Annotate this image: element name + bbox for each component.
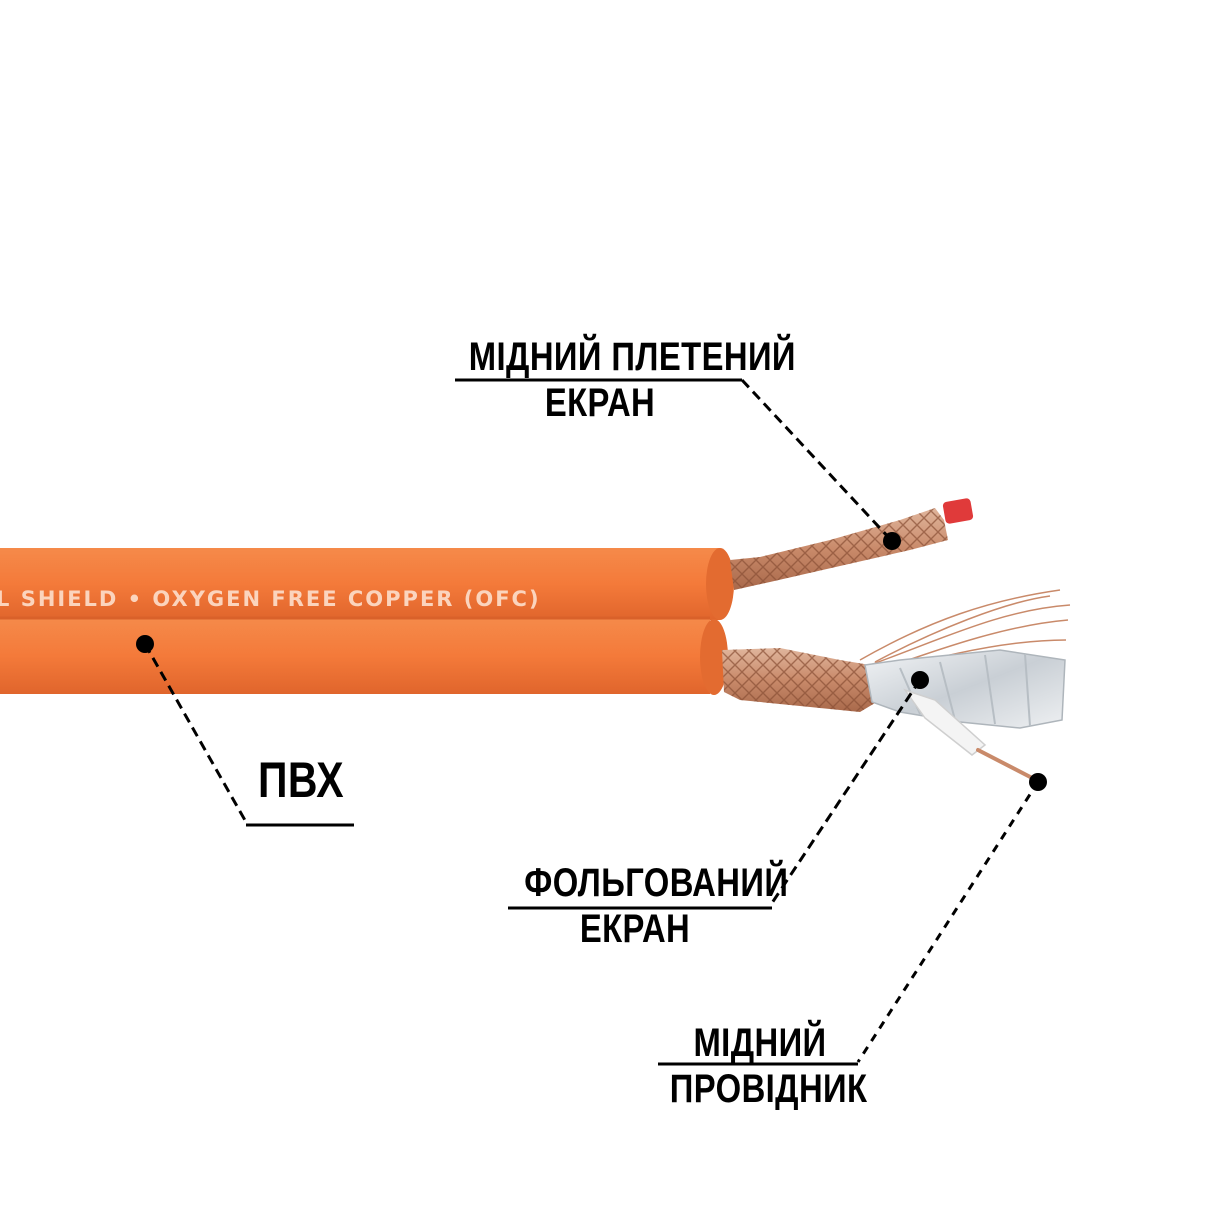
braided-shield-dot (883, 532, 901, 550)
braided-shield-label: МІДНИЙ ПЛЕТЕНИЙ ЕКРАН (468, 334, 796, 426)
upper-jacket-end (706, 548, 734, 620)
upper-conductor: L SHIELD • OXYGEN FREE COPPER (OFC) (0, 498, 974, 620)
copper-conductor-label-line1: МІДНИЙ (693, 1021, 827, 1065)
foil-shield-label-line1: ФОЛЬГОВАНИЙ (524, 861, 789, 905)
pvc-label: ПВХ (248, 752, 355, 810)
foil-shield-label-line2: ЕКРАН (579, 907, 691, 951)
callout-lines (143, 378, 1040, 1066)
upper-jacket (0, 548, 720, 620)
braided-shield-label-line2: ЕКРАН (544, 381, 656, 425)
pvc-leader (143, 643, 248, 823)
copper-conductor-label: МІДНИЙ ПРОВІДНИК (669, 1020, 868, 1112)
cable-print-text: L SHIELD • OXYGEN FREE COPPER (OFC) (0, 587, 541, 611)
lower-conductor (0, 589, 1071, 784)
pvc-dot (136, 635, 154, 653)
lower-jacket (0, 618, 710, 694)
lower-jacket-end (700, 619, 728, 695)
foil-shield-dot (911, 671, 929, 689)
braided-shield-label-line1: МІДНИЙ ПЛЕТЕНИЙ (468, 335, 796, 379)
copper-conductor-label-line2: ПРОВІДНИК (669, 1067, 868, 1111)
copper-core-wire (976, 748, 1042, 784)
copper-conductor-leader (856, 781, 1040, 1063)
braided-shield-leader (740, 378, 894, 543)
pvc-label-line1: ПВХ (257, 752, 345, 808)
upper-core-tip (942, 498, 974, 524)
foil-shield-leader (768, 679, 922, 907)
foil-shield (864, 649, 1066, 729)
callout-dots (136, 532, 1047, 791)
foil-shield-label: ФОЛЬГОВАНИЙ ЕКРАН (524, 860, 789, 952)
copper-conductor-dot (1029, 773, 1047, 791)
